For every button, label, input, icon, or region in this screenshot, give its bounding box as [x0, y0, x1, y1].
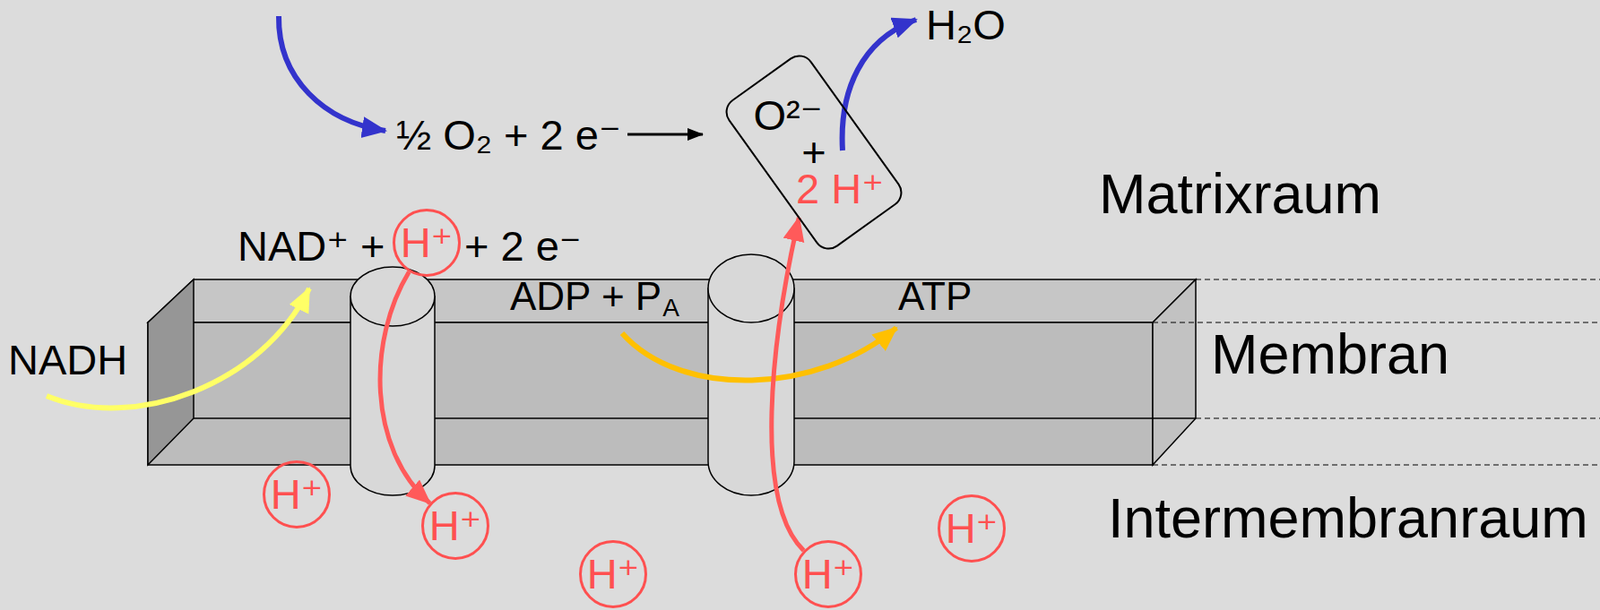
region-boundary: [1152, 465, 1600, 467]
proton-circle: H⁺: [262, 460, 331, 529]
subscript-text: A: [662, 294, 680, 323]
reaction-text: ½ O₂ + 2 e⁻: [396, 111, 622, 160]
reaction-text: NADH: [8, 336, 128, 385]
water-arrow: [842, 19, 917, 151]
proton-text: H⁺: [429, 501, 483, 551]
electron-arrow: [278, 16, 386, 131]
proton-text: 2 H⁺: [795, 164, 884, 214]
proton-text: H⁺: [587, 550, 640, 599]
product-label: H₂O: [925, 0, 1006, 50]
membrane-right-face: [1152, 279, 1196, 466]
region-label: Matrixraum: [1098, 161, 1382, 226]
reaction-text: ATP: [898, 274, 972, 320]
proton-text: H⁺: [945, 504, 999, 554]
region-boundary: [1195, 279, 1600, 281]
reaction-text: ADP + P: [510, 274, 662, 320]
region-label: Intermembranraum: [1107, 485, 1589, 551]
proton-text: H⁺: [270, 470, 324, 519]
proton-circle: H⁺: [421, 492, 490, 561]
region-boundary: [1195, 418, 1600, 420]
proton-text: H⁺: [400, 218, 454, 268]
reaction-text: + 2 e⁻: [464, 222, 582, 271]
proton-arrow: [771, 217, 805, 552]
membrane-left-face: [147, 279, 194, 466]
membrane-front-face: [147, 322, 1153, 466]
reaction-box: O²⁻+2 H⁺: [720, 50, 908, 255]
proton-text: H⁺: [802, 550, 856, 599]
reaction-arrow: [627, 133, 703, 137]
phosphorylation-arrow: [622, 328, 897, 381]
proton-circle: H⁺: [579, 540, 648, 609]
proton-arrow: [380, 272, 431, 504]
proton-circle: H⁺: [794, 540, 863, 609]
proton-circle: H⁺: [937, 494, 1006, 563]
proton-circle: H⁺: [392, 208, 461, 277]
membrane-back-edge: [193, 417, 1196, 420]
region-label: Membran: [1210, 321, 1450, 387]
reaction-text: NAD⁺ +: [237, 222, 386, 271]
box-outline-shape: [720, 50, 907, 255]
